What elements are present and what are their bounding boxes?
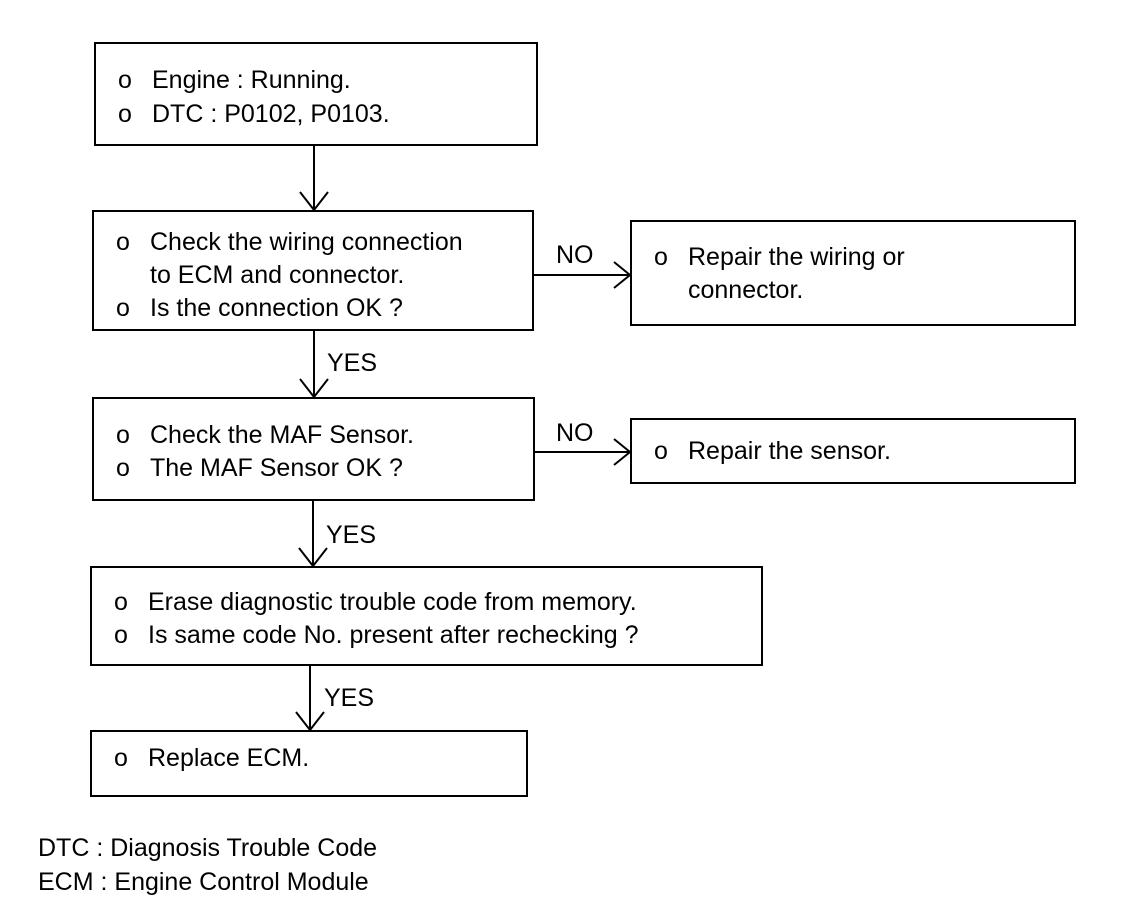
- yes-label-erase: YES: [324, 684, 375, 712]
- yes-label-maf: YES: [326, 521, 377, 549]
- bullet-marker: o: [118, 100, 132, 128]
- check-maf-line-2: o The MAF Sensor OK ?: [116, 452, 403, 484]
- bullet-marker: o: [116, 421, 130, 449]
- bullet-marker: o: [654, 243, 668, 271]
- repair-wiring-line-1: o Repair the wiring or: [654, 241, 905, 273]
- start-engine-text: Engine : Running.: [152, 66, 351, 94]
- erase-code-line-1: o Erase diagnostic trouble code from memo…: [114, 586, 637, 618]
- repair-wiring-text: Repair the wiring or: [688, 243, 905, 271]
- bullet-marker: o: [114, 744, 128, 772]
- legend-dtc: DTC : Diagnosis Trouble Code: [38, 834, 378, 862]
- check-maf-line-1: o Check the MAF Sensor.: [116, 419, 414, 451]
- replace-ecm-line: o Replace ECM.: [114, 742, 309, 774]
- erase-code-line-2: o Is same code No. present after rechecki…: [114, 619, 639, 651]
- repair-sensor-line: o Repair the sensor.: [654, 435, 891, 467]
- check-wiring-text: Check the wiring connection: [150, 228, 463, 256]
- bullet-marker: o: [654, 437, 668, 465]
- yes-label-wiring: YES: [327, 349, 378, 377]
- start-line-dtc: o DTC : P0102, P0103.: [118, 98, 390, 130]
- repair-wiring-box: o Repair the wiring or connector.: [630, 220, 1076, 326]
- replace-ecm-box: o Replace ECM.: [90, 730, 528, 797]
- erase-code-box: o Erase diagnostic trouble code from memo…: [90, 566, 763, 666]
- bullet-marker: o: [114, 621, 128, 649]
- bullet-marker: o: [116, 454, 130, 482]
- bullet-marker: o: [118, 66, 132, 94]
- bullet-marker: o: [116, 294, 130, 322]
- repair-sensor-text: Repair the sensor.: [688, 437, 891, 465]
- repair-wiring-continuation: connector.: [688, 276, 804, 304]
- bullet-marker: o: [114, 588, 128, 616]
- no-label-wiring: NO: [556, 241, 594, 269]
- check-wiring-line-1: o Check the wiring connection: [116, 226, 463, 258]
- check-wiring-box: o Check the wiring connection to ECM and …: [92, 210, 534, 331]
- maf-ok-question: The MAF Sensor OK ?: [150, 454, 403, 482]
- check-wiring-line-2: o Is the connection OK ?: [116, 292, 403, 324]
- same-code-question: Is same code No. present after recheckin…: [148, 621, 639, 649]
- no-label-maf: NO: [556, 419, 594, 447]
- bullet-marker: o: [116, 228, 130, 256]
- check-wiring-continuation: to ECM and connector.: [150, 261, 405, 289]
- erase-code-text: Erase diagnostic trouble code from memor…: [148, 588, 637, 616]
- replace-ecm-text: Replace ECM.: [148, 744, 310, 772]
- legend-ecm: ECM : Engine Control Module: [38, 868, 369, 896]
- repair-sensor-box: o Repair the sensor.: [630, 418, 1076, 484]
- check-maf-text: Check the MAF Sensor.: [150, 421, 415, 449]
- connection-ok-question: Is the connection OK ?: [150, 294, 403, 322]
- start-line-engine: o Engine : Running.: [118, 64, 351, 96]
- start-dtc-text: DTC : P0102, P0103.: [152, 100, 390, 128]
